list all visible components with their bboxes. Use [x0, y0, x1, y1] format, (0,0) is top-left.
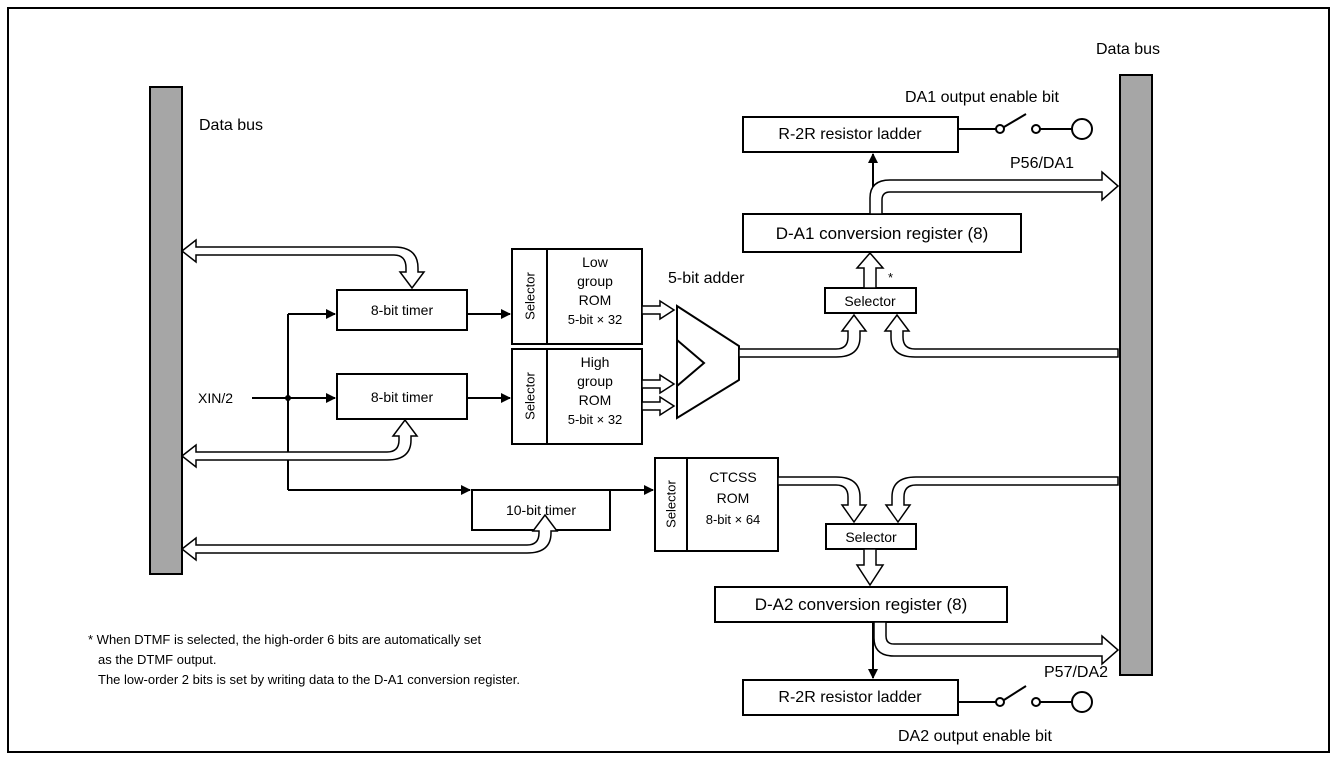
r2r-ladder-top-box [742, 116, 959, 153]
rom-low-line: ROM [578, 292, 612, 308]
rom-low-text: Low group ROM 5-bit × 32 [568, 253, 623, 329]
bus-arrow-bus-selector-top [883, 313, 1119, 358]
timer-8bit-1-box [336, 289, 468, 331]
rom-high-line: group [577, 373, 613, 389]
rom-low-selector-label: Selector [522, 272, 538, 320]
bus-arrow-da1-to-bus [869, 170, 1120, 215]
rom-high-line: 5-bit × 32 [567, 412, 623, 427]
timer-10bit-label: 10-bit timer [505, 502, 577, 518]
selector-top-box [824, 287, 917, 314]
rom-ctcss-line: 8-bit × 64 [705, 512, 761, 527]
rom-ctcss-selector-label: Selector [663, 480, 679, 528]
selector-top-label: Selector [844, 293, 896, 309]
selector-bottom-label: Selector [845, 529, 897, 545]
timer-8bit-2-label: 8-bit timer [370, 389, 434, 405]
rom-ctcss-line: CTCSS [709, 469, 757, 485]
footnote-line: * When DTMF is selected, the high-order … [88, 632, 482, 647]
xin-label: XIN/2 [198, 390, 234, 406]
da1-register-label: D-A1 conversion register (8) [775, 224, 989, 243]
adder-label: 5-bit adder [668, 270, 745, 287]
da2-output-enable-label: DA2 output enable bit [898, 728, 1052, 745]
asterisk-mark: * [888, 270, 894, 285]
footnote-line: as the DTMF output. [98, 652, 217, 667]
rom-ctcss-box [654, 457, 779, 552]
footnote-line: The low-order 2 bits is set by writing d… [98, 672, 520, 687]
rom-low-box [511, 248, 643, 345]
rom-high-selector-label: Selector [522, 372, 538, 420]
da1-output-enable-label: DA1 output enable bit [905, 89, 1059, 106]
right-data-bus [1119, 74, 1153, 676]
bus-arrow-adder-selector [738, 313, 868, 358]
rom-ctcss-text: CTCSS ROM 8-bit × 64 [706, 467, 761, 530]
p56-da1-label: P56/DA1 [1010, 155, 1075, 172]
r2r-ladder-bottom-box [742, 679, 959, 716]
footnote: * When DTMF is selected, the high-order … [88, 630, 520, 690]
timer-8bit-2-box [336, 373, 468, 420]
rom-high-text: High group ROM 5-bit × 32 [568, 353, 623, 429]
selector-bottom-box [825, 523, 917, 550]
bus-arrow-da2-to-bus [873, 621, 1120, 666]
rom-low-line: group [577, 273, 613, 289]
rom-high-box [511, 348, 643, 445]
da2-register-label: D-A2 conversion register (8) [754, 595, 968, 614]
p57-da2-label: P57/DA2 [1044, 664, 1109, 681]
rom-low-line: Low [582, 254, 608, 270]
bus-arrow-timer-1 [180, 238, 426, 290]
rom-high-line: High [580, 354, 610, 370]
r2r-ladder-bottom-label: R-2R resistor ladder [778, 689, 922, 706]
bus-arrow-ctcss-selector [777, 476, 868, 524]
bus-arrow-bus-selector-bottom [884, 476, 1119, 524]
adder-5bit-shape [676, 304, 740, 420]
left-data-bus [149, 86, 183, 575]
right-data-bus-label: Data bus [1096, 41, 1161, 58]
bus-arrow-timer-2 [180, 418, 419, 469]
left-data-bus-label: Data bus [199, 117, 264, 134]
da2-register-box [714, 586, 1008, 623]
bus-arrow-timer-10 [180, 513, 559, 562]
outer-frame [7, 7, 1330, 753]
rom-ctcss-line: ROM [716, 490, 750, 506]
rom-high-line: ROM [578, 392, 612, 408]
timer-8bit-1-label: 8-bit timer [370, 302, 434, 318]
r2r-ladder-top-label: R-2R resistor ladder [778, 126, 922, 143]
rom-low-line: 5-bit × 32 [567, 312, 623, 327]
